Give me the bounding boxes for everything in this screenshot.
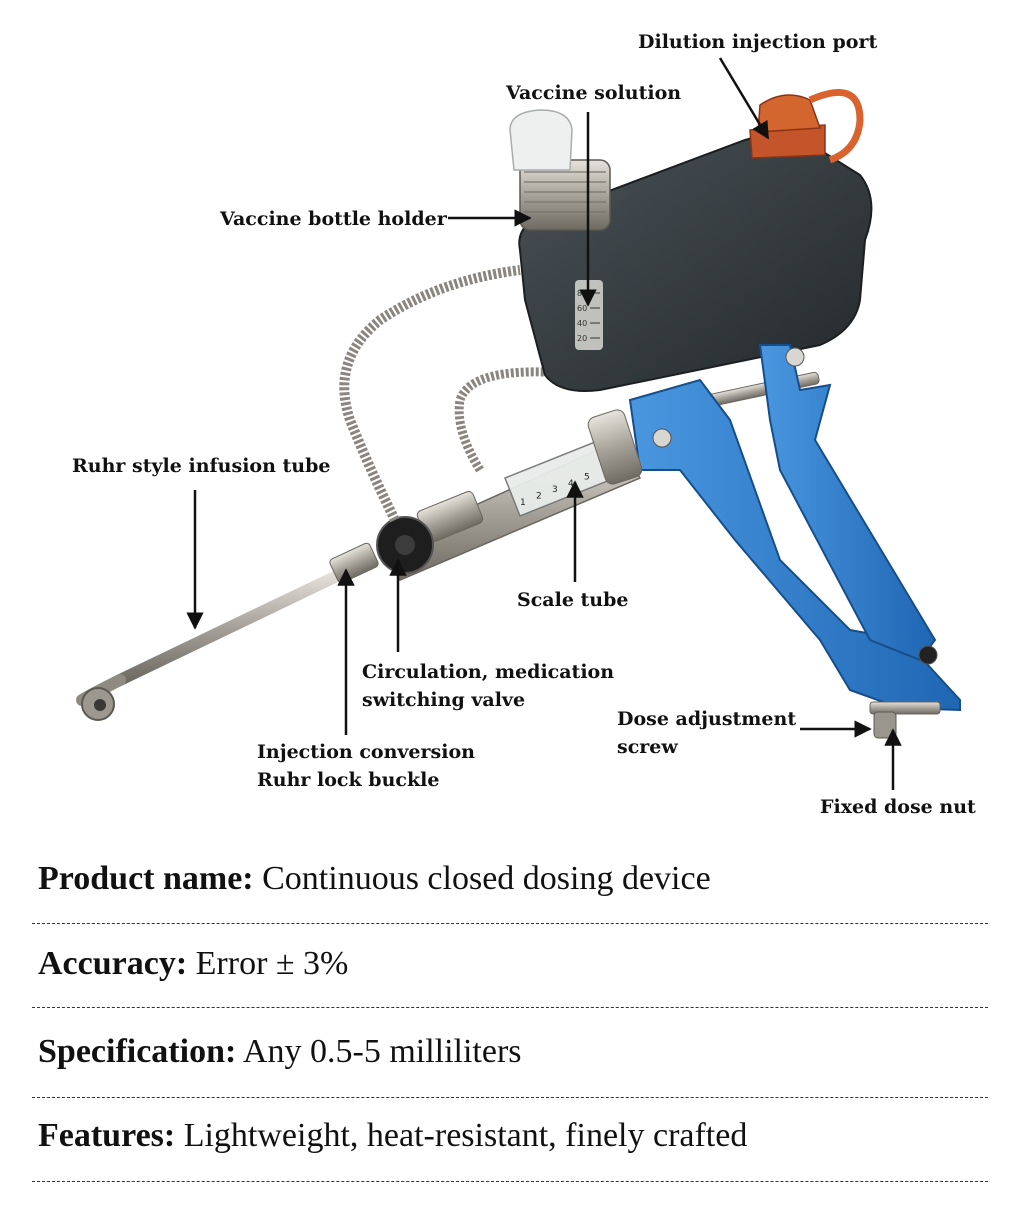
divider bbox=[32, 1007, 988, 1008]
ruhr-lock-buckle bbox=[329, 542, 379, 584]
switching-valve bbox=[376, 516, 434, 574]
spec-key: Specification: bbox=[38, 1033, 237, 1070]
return-pipe bbox=[339, 265, 521, 523]
gauge-mark-label: 80 bbox=[577, 289, 587, 298]
gauge-mark-label: 40 bbox=[577, 319, 587, 328]
dilution-port-cap bbox=[749, 89, 864, 164]
divider bbox=[32, 1181, 988, 1182]
spec-value: Error ± 3% bbox=[187, 945, 349, 982]
label-injection-conversion-1: Injection conversion bbox=[257, 741, 475, 763]
feed-pipe bbox=[454, 367, 546, 473]
infusion-tube bbox=[76, 566, 351, 721]
barrel-collar bbox=[587, 409, 643, 485]
divider bbox=[32, 1097, 988, 1098]
dose-adjustment-screw bbox=[869, 701, 941, 739]
callout-arrows bbox=[186, 57, 902, 790]
vaccine-bottle-holder bbox=[509, 109, 611, 231]
spec-accuracy: Accuracy: Error ± 3% bbox=[38, 945, 988, 983]
spec-specification: Specification: Any 0.5-5 milliliters bbox=[38, 1033, 988, 1071]
spec-value: Continuous closed dosing device bbox=[253, 860, 711, 897]
scale-tick-label: 4 bbox=[568, 479, 574, 489]
label-vaccine-solution: Vaccine solution bbox=[506, 82, 682, 104]
gauge-mark-label: 20 bbox=[577, 334, 587, 343]
spec-key: Features: bbox=[38, 1117, 176, 1154]
spec-key: Accuracy: bbox=[38, 945, 188, 982]
label-dose-screw-1: Dose adjustment bbox=[617, 708, 797, 730]
scale-tick-label: 1 bbox=[520, 498, 526, 508]
vaccine-bottle bbox=[509, 109, 573, 171]
label-infusion-tube: Ruhr style infusion tube bbox=[72, 455, 331, 477]
gauge-mark-label: 60 bbox=[577, 304, 587, 313]
spec-product-name: Product name: Continuous closed dosing d… bbox=[38, 860, 988, 898]
scale-tick-label: 2 bbox=[536, 492, 542, 502]
scale-tick-label: 5 bbox=[584, 472, 590, 482]
label-injection-conversion-2: Ruhr lock buckle bbox=[257, 769, 440, 791]
scale-tick-label: 3 bbox=[552, 485, 558, 495]
spec-features: Features: Lightweight, heat-resistant, f… bbox=[38, 1117, 988, 1155]
spec-key: Product name: bbox=[38, 860, 254, 897]
label-fixed-nut: Fixed dose nut bbox=[820, 796, 976, 818]
spec-value: Any 0.5-5 milliliters bbox=[236, 1033, 522, 1070]
label-scale-tube: Scale tube bbox=[517, 589, 629, 611]
label-switching-valve-1: Circulation, medication bbox=[362, 661, 615, 683]
label-switching-valve-2: switching valve bbox=[362, 689, 526, 711]
label-dilution-port: Dilution injection port bbox=[638, 31, 878, 53]
pistol-grip bbox=[628, 344, 961, 712]
label-dose-screw-2: screw bbox=[617, 736, 678, 758]
divider bbox=[32, 923, 988, 924]
arrow-dilution-port bbox=[718, 57, 770, 140]
label-bottle-holder: Vaccine bottle holder bbox=[220, 208, 447, 230]
spec-value: Lightweight, heat-resistant, finely craf… bbox=[175, 1117, 748, 1154]
